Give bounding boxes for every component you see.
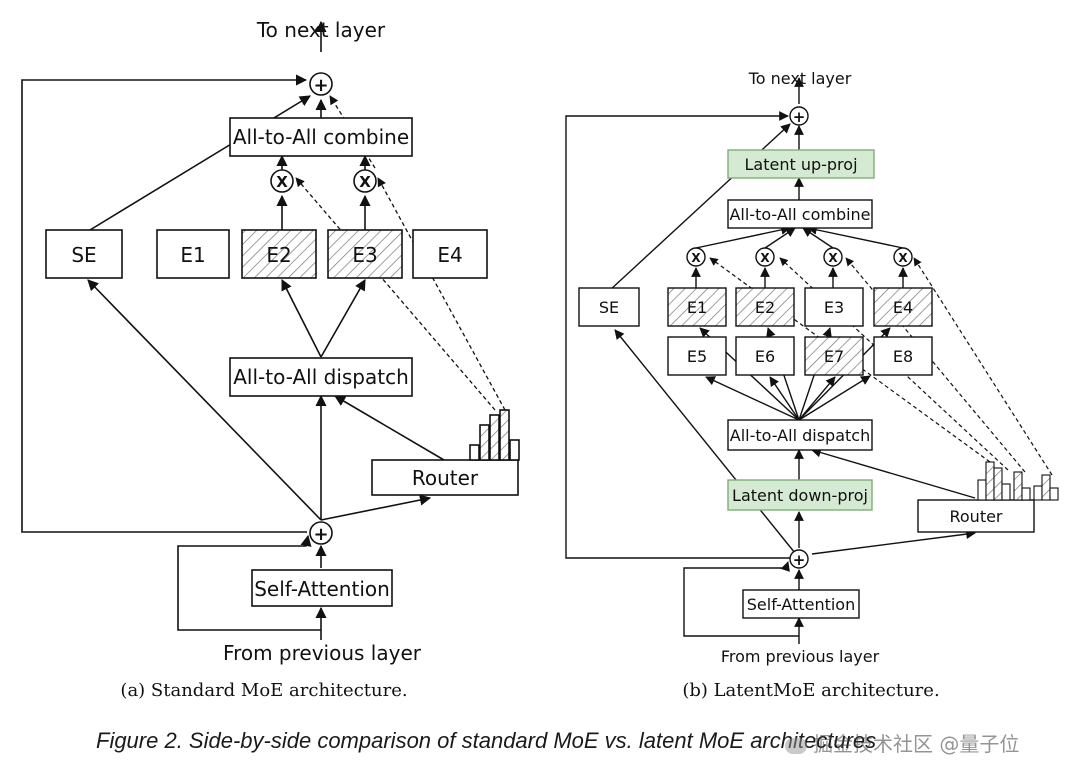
std-expert-e2: E2 xyxy=(266,243,291,267)
std-expert-e3: E3 xyxy=(352,243,377,267)
std-bottom-label: From previous layer xyxy=(223,641,422,665)
std-expert-e1: E1 xyxy=(180,243,205,267)
plus-symbol: + xyxy=(793,551,806,569)
expert-box-selected xyxy=(667,287,727,327)
multiply-node xyxy=(353,169,377,193)
combine-box xyxy=(727,199,873,229)
router-box xyxy=(917,499,1035,533)
combine-box xyxy=(229,117,413,157)
se-box xyxy=(578,287,640,327)
mult-symbol: X xyxy=(898,251,908,265)
expert-box xyxy=(412,229,488,279)
mult-symbol: X xyxy=(691,251,701,265)
std-router-label: Router xyxy=(412,466,479,490)
std-subcaption: (a) Standard MoE architecture. xyxy=(120,680,407,701)
watermark-text: 掘金技术社区 @量子位 xyxy=(813,732,1020,756)
watermark: 掘金技术社区 @量子位 xyxy=(785,728,1019,757)
lat-expert-e6: E6 xyxy=(755,347,775,366)
plus-symbol: + xyxy=(793,108,806,126)
std-combine-label: All-to-All combine xyxy=(233,125,409,149)
expert-box-selected xyxy=(804,336,864,376)
dispatch-box xyxy=(229,357,413,397)
mult-symbol: X xyxy=(828,251,838,265)
lat-combine-label: All-to-All combine xyxy=(729,205,870,224)
lat-dispatch-label: All-to-All dispatch xyxy=(730,426,870,445)
add-node xyxy=(309,72,333,96)
multiply-node xyxy=(823,247,843,267)
lat-attention-label: Self-Attention xyxy=(747,595,855,614)
lat-expert-e2: E2 xyxy=(755,298,775,317)
std-attention-label: Self-Attention xyxy=(254,577,390,601)
plus-symbol: + xyxy=(313,524,328,545)
mult-symbol: X xyxy=(276,173,288,191)
figure-caption: Figure 2. Side-by-side comparison of sta… xyxy=(96,728,877,753)
lat-top-label: To next layer xyxy=(748,69,852,88)
lat-expert-e4: E4 xyxy=(893,298,913,317)
expert-box xyxy=(873,336,933,376)
std-expert-e4: E4 xyxy=(437,243,462,267)
lat-bottom-label: From previous layer xyxy=(721,647,880,666)
lat-router-label: Router xyxy=(949,507,1002,526)
std-dispatch-label: All-to-All dispatch xyxy=(233,365,409,389)
wechat-icon xyxy=(785,737,807,754)
expert-box xyxy=(667,336,727,376)
expert-box-selected xyxy=(327,229,403,279)
mult-symbol: X xyxy=(760,251,770,265)
multiply-node xyxy=(755,247,775,267)
up-proj-box xyxy=(727,149,875,179)
expert-box xyxy=(804,287,864,327)
lat-expert-e3: E3 xyxy=(824,298,844,317)
std-top-label: To next layer xyxy=(256,18,386,42)
multiply-node xyxy=(270,169,294,193)
lat-se-label: SE xyxy=(599,298,619,317)
expert-box-selected xyxy=(873,287,933,327)
add-node xyxy=(789,549,809,569)
lat-expert-e8: E8 xyxy=(893,347,913,366)
std-se-label: SE xyxy=(71,243,96,267)
moe-comparison-diagram: To next layer All-to-All combine SE E1 E… xyxy=(21,18,1059,701)
expert-box-selected xyxy=(241,229,317,279)
dispatch-box xyxy=(727,419,873,451)
add-node xyxy=(309,521,333,545)
lat-expert-e5: E5 xyxy=(687,347,707,366)
standard-moe-panel xyxy=(21,20,520,640)
latent-moe-panel xyxy=(565,77,1059,644)
lat-up-proj-label: Latent up-proj xyxy=(744,155,857,174)
expert-box xyxy=(156,229,230,279)
router-histogram xyxy=(977,461,1059,501)
router-histogram xyxy=(469,409,520,461)
attention-box xyxy=(742,589,860,619)
lat-down-proj-label: Latent down-proj xyxy=(732,486,868,505)
attention-box xyxy=(251,569,393,607)
se-box xyxy=(45,229,123,279)
lat-subcaption: (b) LatentMoE architecture. xyxy=(682,680,939,701)
mult-symbol: X xyxy=(359,173,371,191)
down-proj-box xyxy=(727,479,873,511)
lat-expert-e7: E7 xyxy=(824,347,844,366)
expert-box-selected xyxy=(735,287,795,327)
multiply-node xyxy=(686,247,706,267)
lat-expert-e1: E1 xyxy=(687,298,707,317)
multiply-node xyxy=(893,247,913,267)
expert-box xyxy=(735,336,795,376)
router-box xyxy=(371,459,519,496)
plus-symbol: + xyxy=(313,75,328,96)
add-node xyxy=(789,106,809,126)
